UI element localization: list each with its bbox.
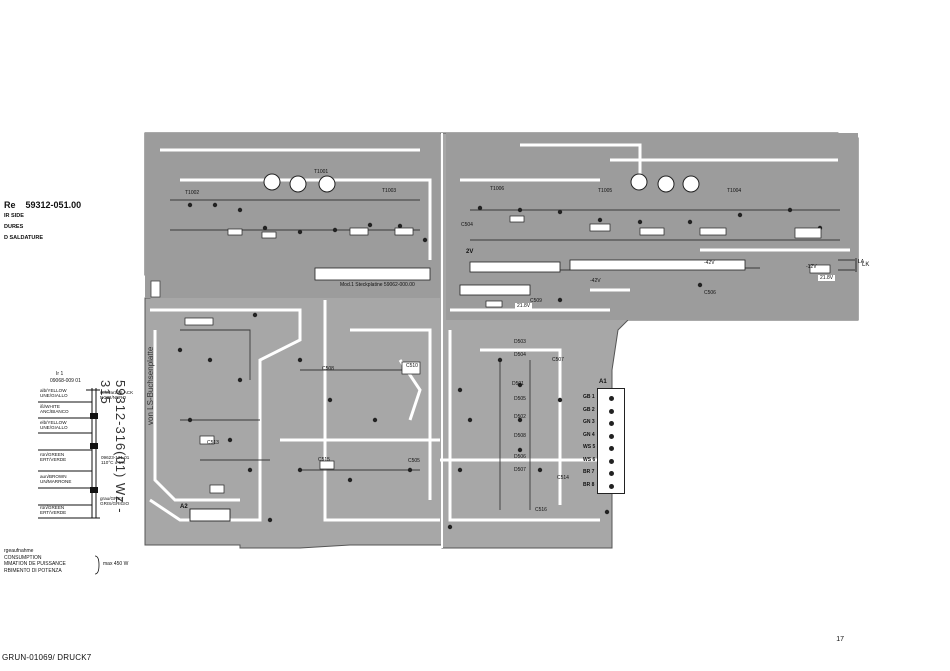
- transistor-label-t1002: T1002: [185, 190, 200, 196]
- cap-label-c507: C507: [552, 357, 564, 363]
- connector-a1-row: GB 2: [583, 406, 595, 413]
- connector-a1-row: GN 4: [583, 431, 595, 438]
- voltage-label-42v-b: -42V: [590, 278, 601, 284]
- legend-wire-right: grau/GREY GRIS/GRIGIO: [100, 496, 130, 507]
- page-number: 17: [836, 636, 844, 643]
- title-block: Re 59312-051.00 IR SIDE DURES D SALDATUR…: [4, 200, 81, 244]
- title-line-2: DURES: [4, 224, 24, 230]
- diode-label-d503: D503: [514, 339, 526, 345]
- connector-a1: [597, 388, 625, 494]
- cap-label-c516: C516: [535, 507, 547, 513]
- board-vertical-label-b: von LS-Buchsenplatte: [146, 346, 155, 425]
- cap-label-c505: C505: [408, 458, 420, 464]
- diode-label-d504: D504: [514, 352, 526, 358]
- power-bracket: [94, 555, 100, 575]
- connector-a1-pin: [609, 471, 614, 476]
- voltage-label-218v-b: 21.8V: [818, 275, 836, 281]
- lk-label: LK: [862, 262, 870, 268]
- diode-label-d501: D501: [512, 381, 524, 387]
- title-line-3: D SALDATURE: [4, 235, 44, 241]
- diode-label-d508: D508: [514, 433, 526, 439]
- connector-a1-pin: [609, 446, 614, 451]
- footer-code: GRUN-01069/ DRUCK7: [2, 653, 92, 662]
- connector-a1-row: WS 5: [583, 444, 596, 450]
- legend-wire-left: rün/GREEN ERT/VERDE: [40, 505, 67, 516]
- diode-label-d505: D505: [514, 396, 526, 402]
- connector-a1-pin: [609, 433, 614, 439]
- power-line-2: CONSUMPTION: [4, 554, 42, 561]
- connector-a1-pin: [609, 483, 614, 489]
- diode-label-d507: D507: [514, 467, 526, 473]
- diode-label-d506: D506: [514, 454, 526, 460]
- voltage-label-2v: 2V: [466, 249, 474, 255]
- transistor-label-t1006: T1006: [490, 186, 505, 192]
- legend-ref-a: Ir 1: [56, 371, 64, 377]
- power-block: rgeaufnahme CONSUMPTION MMATION DE PUISS…: [4, 548, 66, 574]
- voltage-label-218v-a: 21.8V: [515, 303, 533, 309]
- cap-label-c514: C514: [557, 475, 569, 481]
- cap-label-c515: C515: [318, 457, 330, 463]
- transistor-symbols: [263, 173, 700, 193]
- connector-a1-row: BR 8: [583, 481, 595, 488]
- cap-label-c508: C508: [322, 366, 334, 372]
- legend-wire-right: 09623-121 01 110°C ± 5%: [101, 455, 130, 466]
- power-line-4: RBIMENTO DI POTENZA: [4, 567, 62, 574]
- legend-wire-left: iß/WHITE ANC/BIANCO: [40, 404, 69, 415]
- edge-notch: [150, 280, 161, 298]
- cap-label-c510: C510: [406, 363, 418, 369]
- legend-ref-b: 09068-009 01: [50, 378, 81, 384]
- power-line-1: rgeaufnahme: [4, 548, 34, 554]
- part-prefix: Re: [4, 200, 16, 210]
- white-traces: [149, 143, 850, 522]
- lk-bracket: [838, 258, 857, 272]
- part-number: 59312-051.00: [25, 200, 82, 210]
- cap-label-c513: C513: [207, 440, 219, 446]
- connector-a2-label: A2: [180, 504, 188, 510]
- legend-wire-left: aun/BROWN UN/MARRONE: [40, 474, 72, 485]
- cap-label-c506: C506: [704, 290, 716, 296]
- connector-a1-row: GN 3: [583, 419, 595, 425]
- transistor-label-t1001: T1001: [314, 169, 329, 175]
- connector-a1-pin: [609, 458, 614, 464]
- connector-a1-row: WS 6: [583, 456, 596, 463]
- power-value: max 450 W: [103, 561, 129, 567]
- transistor-label-t1004: T1004: [727, 188, 742, 194]
- ic-label: Mod.1 Steckplatine 59062-000.00: [340, 282, 415, 288]
- legend-marks: [90, 413, 98, 493]
- legend-wire-left: elb/YELLOW UNE/GIALLO: [40, 420, 68, 431]
- transistor-label-t1005: T1005: [598, 188, 613, 194]
- cap-label-c509: C509: [530, 298, 542, 304]
- legend-wire-right: schwarz/BLACK NOIR/NERO: [100, 390, 134, 401]
- connector-a1-row: GB 1: [583, 394, 595, 400]
- title-line-1: IR SIDE: [4, 213, 24, 219]
- voltage-label-12v: -12V: [806, 264, 817, 270]
- component-bodies: [184, 215, 831, 494]
- legend-wire-left: rün/GREEN ERT/VERDE: [40, 452, 67, 463]
- la-label: LA: [858, 259, 865, 265]
- power-line-3: MMATION DE PUISSANCE: [4, 561, 66, 567]
- connector-a1-label: A1: [599, 379, 607, 385]
- legend-wire-left: alb/YELLOW UNE/GIALLO: [40, 388, 68, 399]
- ic-strips: [314, 259, 746, 296]
- legend-lines: [38, 388, 100, 519]
- connector-a1-pin: [609, 421, 614, 426]
- transistor-label-t1003: T1003: [382, 188, 397, 194]
- diode-label-d502: D502: [514, 414, 526, 420]
- connector-a2: [189, 508, 231, 522]
- connector-a1-pin: [609, 396, 614, 401]
- connector-a1-pin: [609, 408, 614, 414]
- cap-label-c504: C504: [461, 222, 473, 228]
- voltage-label-42v-a: -42V: [704, 260, 715, 266]
- connector-a1-row: BR 7: [583, 469, 595, 475]
